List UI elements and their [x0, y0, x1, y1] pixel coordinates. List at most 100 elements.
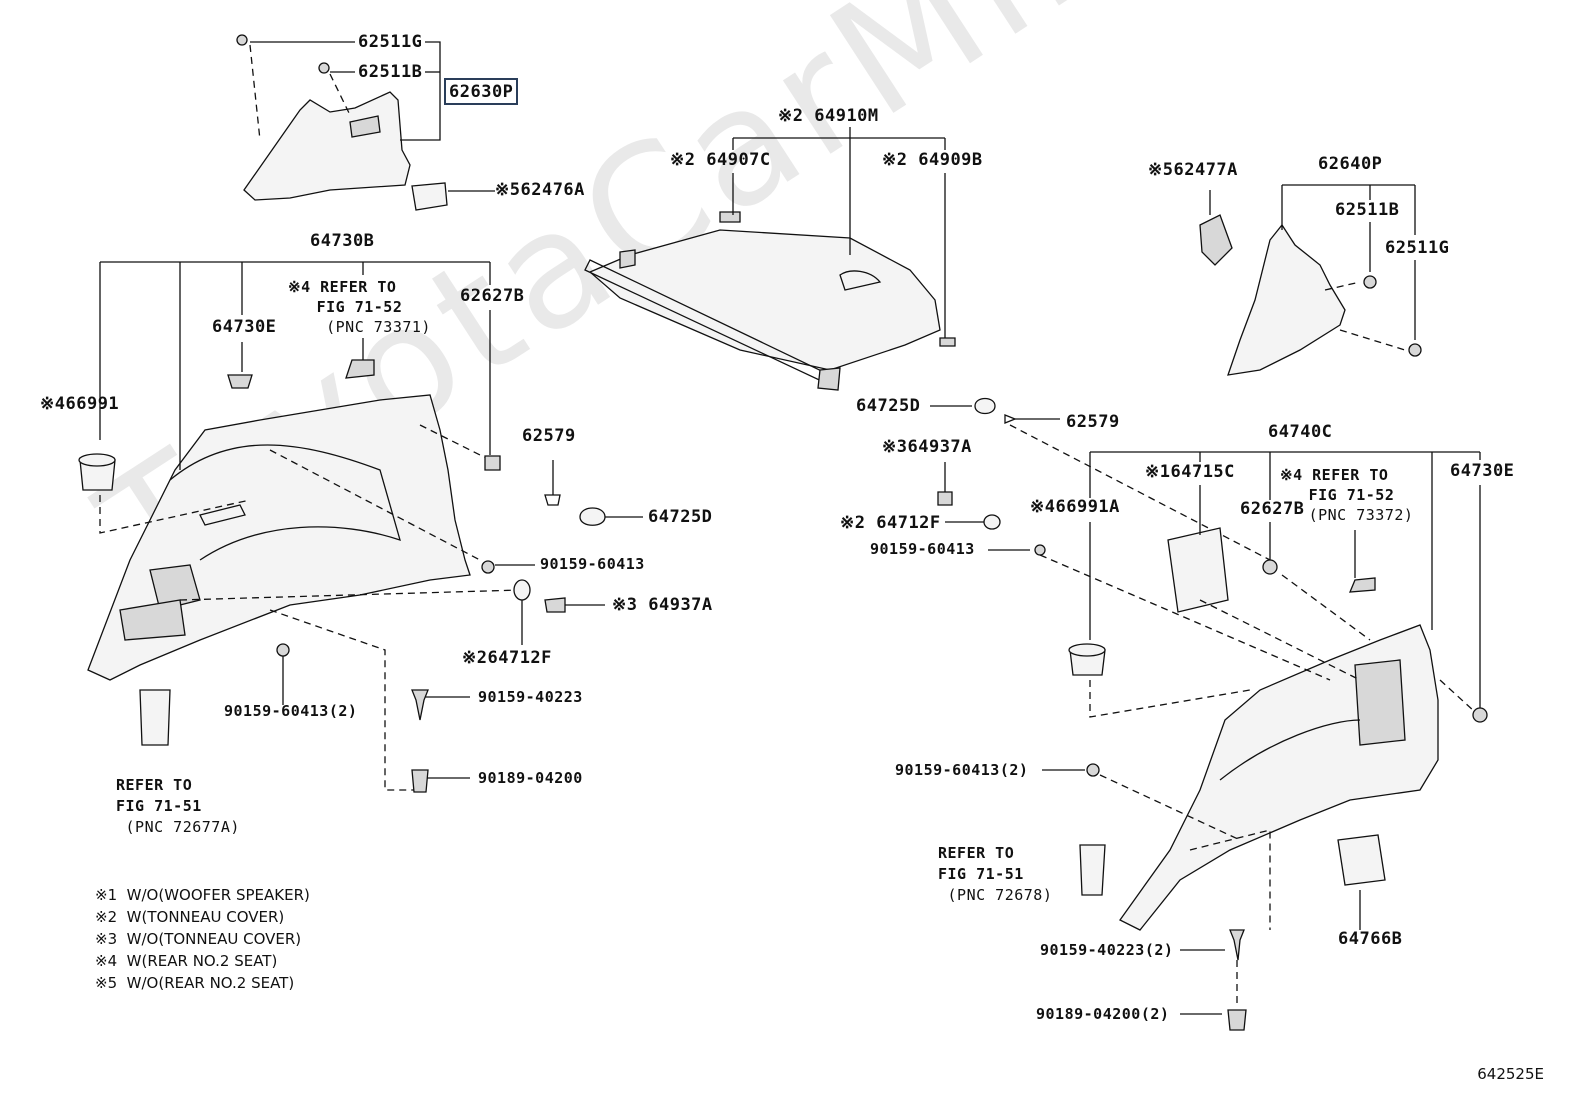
note-mark: ※2 — [840, 513, 866, 533]
pillar-trim-62630p — [236, 34, 448, 211]
refer-71-52-right: ※4 REFER TO FIG 71-52 (PNC 73372) — [1280, 465, 1413, 525]
leader-lines-right-top — [1209, 184, 1416, 340]
refer-line2: FIG 71-52 — [1308, 486, 1395, 504]
legend-item-1: ※1 W/O(WOOFER SPEAKER) — [95, 888, 310, 903]
part-number: 64907C — [706, 150, 771, 170]
refer-line1: REFER TO — [1312, 466, 1389, 484]
label-90189-04200-2: 90189-04200(2) — [1036, 1005, 1170, 1023]
label-90159-40223-left: 90159-40223 — [478, 688, 583, 706]
legend-mark: ※4 — [95, 952, 118, 970]
refer-line3: (PNC 73372) — [1308, 506, 1414, 524]
label-62579-center: 62579 — [1066, 412, 1120, 432]
label-62640p: 62640P — [1318, 154, 1383, 174]
note-mark: ※2 — [462, 648, 488, 668]
quarter-trim-64740c — [1068, 527, 1488, 1031]
legend-mark: ※3 — [95, 930, 118, 948]
label-90159-60413-left: 90159-60413 — [540, 555, 645, 573]
note-mark: ※4 — [1280, 466, 1303, 484]
part-number: 66991 — [65, 394, 120, 414]
label-62627b-right: 62627B — [1240, 499, 1305, 519]
refer-71-51-left: REFER TO FIG 71-51 (PNC 72677A) — [116, 775, 240, 838]
label-64937a-left: ※3 64937A — [612, 597, 713, 614]
label-64910m: ※2 64910M — [778, 108, 879, 125]
label-64725d-left: 64725D — [648, 507, 713, 527]
part-number: 64712F — [487, 648, 552, 668]
label-66991a: ※466991A — [1030, 499, 1120, 516]
refer-line3: (PNC 72677A) — [125, 818, 240, 836]
highlight-box-62630p: 62630P — [444, 78, 519, 105]
legend-text: W(REAR NO.2 SEAT) — [126, 952, 278, 970]
note-mark: ※2 — [670, 150, 696, 170]
part-number: 64937A — [907, 437, 972, 457]
note-mark: ※2 — [778, 106, 804, 126]
refer-71-51-right: REFER TO FIG 71-51 (PNC 72678) — [938, 843, 1052, 906]
pillar-trim-62640p — [1199, 214, 1422, 376]
label-66991: ※466991 — [40, 396, 119, 413]
part-number: 64712F — [876, 513, 941, 533]
legend-text: W/O(WOOFER SPEAKER) — [126, 886, 310, 904]
label-62627b: 62627B — [460, 286, 525, 306]
tonneau-cover-64910m — [584, 211, 956, 391]
refer-line1: REFER TO — [320, 278, 397, 296]
note-mark: ※5 — [1148, 160, 1174, 180]
part-number: 62476A — [520, 180, 585, 200]
refer-line1: REFER TO — [938, 844, 1015, 862]
label-64712f-center: ※2 64712F — [840, 515, 941, 532]
legend-mark: ※2 — [95, 908, 118, 926]
legend: ※1 W/O(WOOFER SPEAKER) ※2 W(TONNEAU COVE… — [95, 888, 310, 991]
label-64730b: 64730B — [310, 231, 375, 251]
leader-lines-right-main — [1039, 451, 1481, 1015]
note-mark: ※5 — [495, 180, 521, 200]
note-mark: ※2 — [882, 150, 908, 170]
label-62630p: 62630P — [449, 82, 514, 102]
note-mark: ※4 — [40, 394, 66, 414]
legend-text: W/O(REAR NO.2 SEAT) — [126, 974, 295, 992]
fasteners-left — [78, 359, 606, 793]
label-90189-04200-left: 90189-04200 — [478, 769, 583, 787]
legend-mark: ※1 — [95, 886, 118, 904]
diagram-code: 642525E — [1477, 1065, 1544, 1083]
label-62476a: ※562476A — [495, 182, 585, 199]
part-number: 64715C — [1170, 462, 1235, 482]
refer-line2: FIG 71-51 — [116, 797, 202, 815]
note-mark: ※4 — [1030, 497, 1056, 517]
label-90159-60413-2-left: 90159-60413(2) — [224, 702, 358, 720]
label-62511g: 62511G — [358, 32, 423, 52]
legend-item-4: ※4 W(REAR NO.2 SEAT) — [95, 954, 310, 969]
note-mark: ※3 — [612, 595, 638, 615]
refer-line2: FIG 71-52 — [316, 298, 403, 316]
label-64766b: 64766B — [1338, 929, 1403, 949]
label-64730e: 64730E — [212, 317, 277, 337]
label-62579-left: 62579 — [522, 426, 576, 446]
label-64712f-left: ※264712F — [462, 650, 552, 667]
quarter-trim-64730b — [87, 394, 471, 681]
legend-item-5: ※5 W/O(REAR NO.2 SEAT) — [95, 976, 310, 991]
label-64937a-center: ※364937A — [882, 439, 972, 456]
legend-text: W(TONNEAU COVER) — [126, 908, 285, 926]
refer-line2: FIG 71-51 — [938, 865, 1024, 883]
label-62511g-right: 62511G — [1385, 238, 1450, 258]
part-number: 64909B — [918, 150, 983, 170]
part-number: 66991A — [1055, 497, 1120, 517]
refer-line1: REFER TO — [116, 776, 193, 794]
label-62477a: ※562477A — [1148, 162, 1238, 179]
refer-line3: (PNC 73371) — [326, 318, 431, 336]
refer-line3: (PNC 72678) — [947, 886, 1053, 904]
label-64730e-right: 64730E — [1450, 461, 1515, 481]
label-62511b-right: 62511B — [1335, 200, 1400, 220]
note-mark: ※1 — [1145, 462, 1171, 482]
label-90159-40223-2: 90159-40223(2) — [1040, 941, 1174, 959]
leader-lines-top-left — [250, 41, 495, 192]
label-64725d-center: 64725D — [856, 396, 921, 416]
label-90159-60413-center: 90159-60413 — [870, 540, 975, 558]
label-90159-60413-2-right: 90159-60413(2) — [895, 761, 1029, 779]
part-number: 64910M — [814, 106, 879, 126]
leader-lines-64730b — [99, 261, 643, 791]
label-62511b: 62511B — [358, 62, 423, 82]
label-64715c: ※164715C — [1145, 464, 1235, 481]
note-mark: ※3 — [882, 437, 908, 457]
legend-item-3: ※3 W/O(TONNEAU COVER) — [95, 932, 310, 947]
legend-text: W/O(TONNEAU COVER) — [126, 930, 302, 948]
part-number: 62477A — [1173, 160, 1238, 180]
